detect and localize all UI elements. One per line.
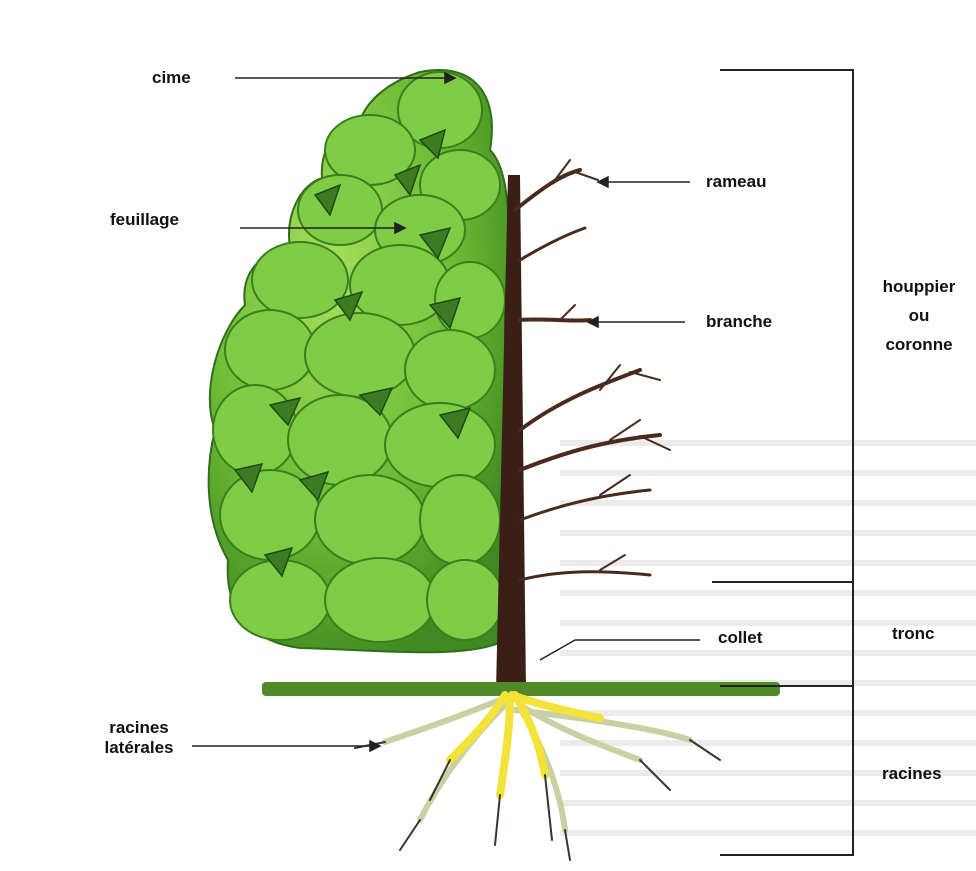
label-racines-laterales-line1: racines [84, 718, 194, 738]
label-branche: branche [706, 312, 772, 332]
label-tronc: tronc [892, 624, 935, 644]
label-feuillage: feuillage [110, 210, 179, 230]
label-collet: collet [718, 628, 762, 648]
label-racines-laterales: racines latérales [84, 718, 194, 758]
label-houppier-line3: coronne [864, 330, 974, 359]
label-houppier-line2: ou [864, 301, 974, 330]
label-racines-laterales-line2: latérales [84, 738, 194, 758]
label-houppier: houppier ou coronne [864, 272, 974, 359]
foliage [209, 70, 509, 652]
label-rameau: rameau [706, 172, 766, 192]
label-cime: cime [152, 68, 191, 88]
label-houppier-line1: houppier [864, 272, 974, 301]
branches [515, 160, 670, 580]
label-racines: racines [882, 764, 942, 784]
roots [355, 695, 720, 860]
